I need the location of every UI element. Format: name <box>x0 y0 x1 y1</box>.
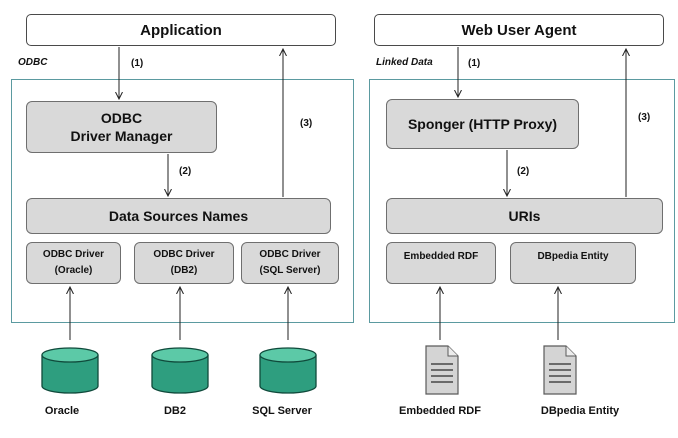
db2-database-icon <box>151 347 209 394</box>
web-user-agent-box: Web User Agent <box>374 14 664 46</box>
application-label: Application <box>140 21 222 39</box>
oracle-database-icon <box>41 347 99 394</box>
web-user-agent-label: Web User Agent <box>461 21 577 39</box>
right-step-3: (3) <box>638 112 651 123</box>
sqlserver-database-icon <box>259 347 317 394</box>
odbc-driver-db2-box: ODBC Driver (DB2) <box>134 242 234 284</box>
left-step-2: (2) <box>179 166 192 177</box>
embedded-rdf-caption: Embedded RDF <box>399 405 481 417</box>
embedded-rdf-label: Embedded RDF <box>403 251 479 262</box>
embedded-rdf-document-icon <box>425 345 459 395</box>
manager-line-2: Driver Manager <box>70 128 173 144</box>
driver-db2-line-1: ODBC Driver <box>153 249 215 260</box>
linked-data-panel-label: Linked Data <box>376 57 433 68</box>
odbc-panel-label: ODBC <box>18 57 48 68</box>
sponger-proxy-box: Sponger (HTTP Proxy) <box>386 99 579 149</box>
driver-sqlserver-line-2: (SQL Server) <box>259 265 321 276</box>
dbpedia-entity-box: DBpedia Entity <box>510 242 636 284</box>
dbpedia-entity-caption: DBpedia Entity <box>540 405 620 417</box>
db2-caption: DB2 <box>163 405 186 417</box>
driver-db2-line-2: (DB2) <box>170 265 198 276</box>
sqlserver-caption: SQL Server <box>252 405 312 417</box>
driver-oracle-line-1: ODBC Driver <box>42 249 105 260</box>
dbpedia-entity-document-icon <box>543 345 577 395</box>
odbc-driver-sqlserver-box: ODBC Driver (SQL Server) <box>241 242 339 284</box>
left-step-1: (1) <box>131 58 144 69</box>
right-step-1: (1) <box>468 58 481 69</box>
odbc-driver-manager-box: ODBC Driver Manager <box>26 101 217 153</box>
oracle-caption: Oracle <box>44 405 80 417</box>
sponger-label: Sponger (HTTP Proxy) <box>407 116 558 132</box>
manager-line-1: ODBC <box>100 110 143 126</box>
application-box: Application <box>26 14 336 46</box>
left-step-3: (3) <box>300 118 313 129</box>
dsn-label: Data Sources Names <box>108 208 249 224</box>
uris-box: URIs <box>386 198 663 234</box>
embedded-rdf-box: Embedded RDF <box>386 242 496 284</box>
odbc-driver-oracle-box: ODBC Driver (Oracle) <box>26 242 121 284</box>
right-step-2: (2) <box>517 166 530 177</box>
uris-label: URIs <box>508 208 541 224</box>
data-sources-names-box: Data Sources Names <box>26 198 331 234</box>
driver-oracle-line-2: (Oracle) <box>54 265 93 276</box>
driver-sqlserver-line-1: ODBC Driver <box>259 249 321 260</box>
dbpedia-entity-label: DBpedia Entity <box>537 251 609 262</box>
